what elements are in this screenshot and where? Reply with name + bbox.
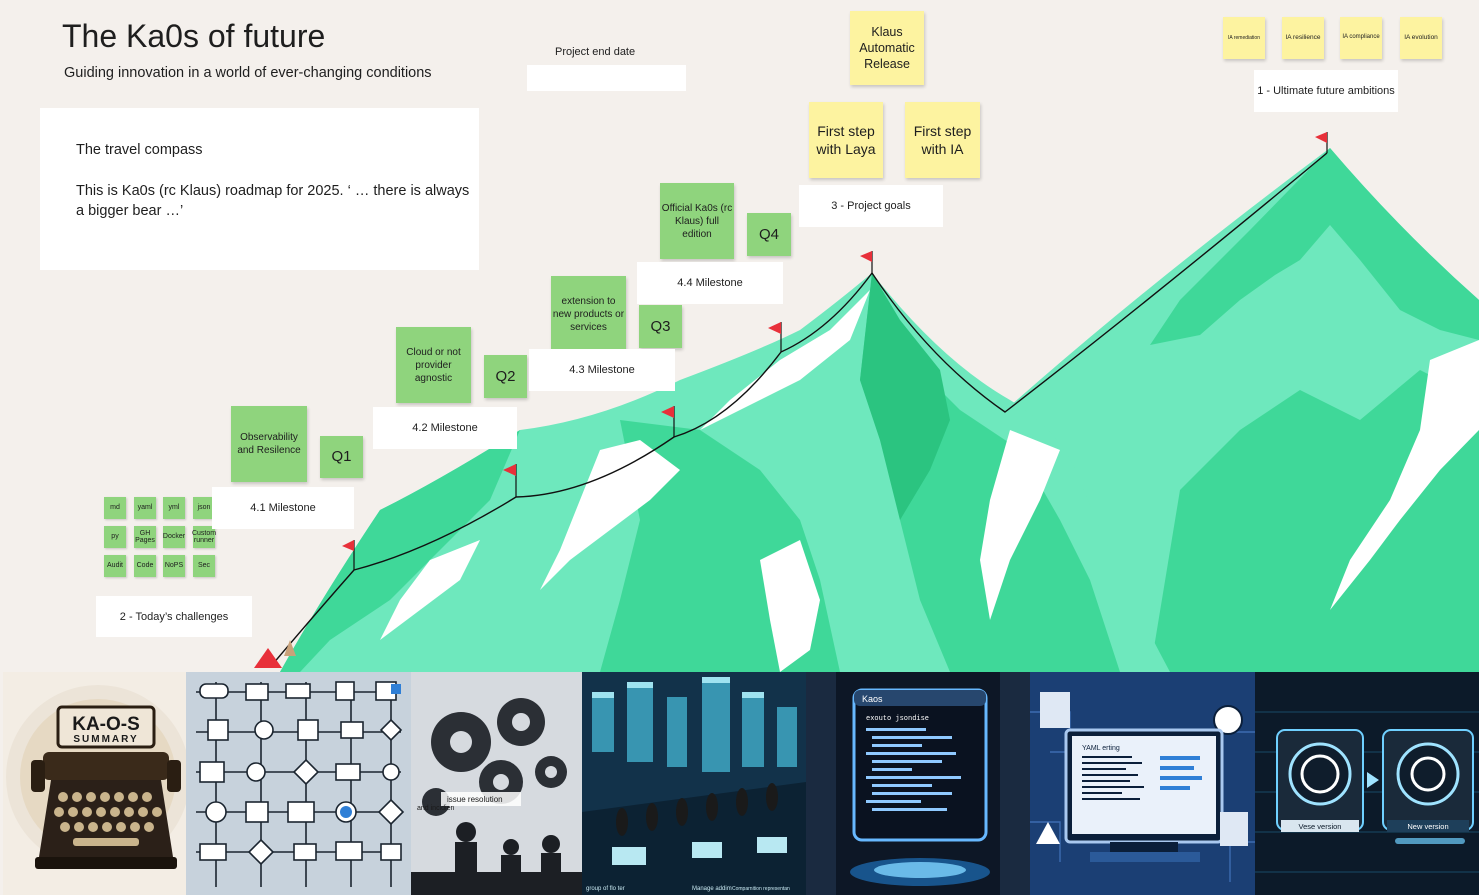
challenge-py[interactable]: py [104, 526, 126, 548]
snow-main-2 [540, 440, 680, 590]
gallery-image-typewriter[interactable]: KA-O-S SUMMARY [3, 672, 186, 895]
challenge-sec[interactable]: Sec [193, 555, 215, 577]
quarter-q4[interactable]: Q4 [747, 213, 791, 256]
goal-first-step-ia[interactable]: First step with IA [905, 102, 980, 178]
snow-main-5 [760, 540, 820, 672]
terminal-command: exouto jsondise [866, 715, 929, 723]
milestone-4-2[interactable]: 4.2 Milestone [373, 407, 517, 449]
challenge-json[interactable]: json [193, 497, 215, 519]
project-goals-label[interactable]: 3 - Project goals [799, 185, 943, 227]
board-subtitle: Guiding innovation in a world of ever-ch… [64, 65, 432, 81]
version-old-label: Vese version [1299, 822, 1342, 831]
challenge-yaml[interactable]: yaml [134, 497, 156, 519]
typewriter-title: KA-O-S [72, 714, 140, 735]
ambition-ia-compliance[interactable]: IA compliance [1340, 17, 1382, 59]
flag-4 [768, 322, 782, 352]
travel-compass-card[interactable] [40, 108, 479, 270]
flag-3 [661, 406, 675, 437]
ultimate-ambitions-label[interactable]: 1 - Ultimate future ambitions [1254, 70, 1398, 112]
mountain-illustration [254, 132, 1479, 672]
challenge-gh-pages[interactable]: GH Pages [134, 526, 156, 548]
flag-5 [860, 251, 873, 273]
milestone-4-1[interactable]: 4.1 Milestone [212, 487, 354, 529]
quarter-q2[interactable]: Q2 [484, 355, 527, 398]
gears-caption-1: issue resolution [447, 795, 503, 804]
mountain-main-ridge [860, 273, 1120, 672]
runners-caption-1: group of flo ter [586, 886, 625, 892]
flag-1 [342, 540, 355, 570]
terminal-title: Kaos [862, 694, 883, 704]
mountain-main-dark [860, 273, 950, 520]
version-new-label: New version [1407, 822, 1448, 831]
goal-automatic-release[interactable]: Klaus Automatic Release [850, 11, 924, 85]
gallery-image-yaml-computer[interactable]: YAML erting [1030, 672, 1255, 895]
milestone-1-note[interactable]: Observability and Resilence [231, 406, 307, 482]
todays-challenges-label[interactable]: 2 - Today’s challenges [96, 596, 252, 637]
project-end-date-label: Project end date [555, 46, 636, 58]
milestone-4-4[interactable]: 4.4 Milestone [637, 262, 783, 304]
snow-main-4 [980, 430, 1060, 620]
mountain-right-face [1150, 370, 1479, 672]
mountain-main-left-face [280, 430, 520, 672]
project-end-date-field[interactable] [527, 65, 686, 91]
snow-main-3 [380, 540, 480, 640]
board-title: The Ka0s of future [62, 18, 326, 54]
quarter-q3[interactable]: Q3 [639, 305, 682, 348]
tent-icon [254, 640, 296, 668]
quarter-q1[interactable]: Q1 [320, 436, 363, 478]
gallery-image-terminal[interactable]: Kaos exouto jsondise [806, 672, 1030, 895]
ambition-ia-evolution[interactable]: IA evolution [1400, 17, 1442, 59]
challenge-yml[interactable]: yml [163, 497, 185, 519]
mountain-right-shade [1150, 148, 1479, 345]
flag-2 [503, 464, 517, 497]
milestone-4-note[interactable]: Official Ka0s (rc Klaus) full edition [660, 183, 734, 259]
snow-right [1330, 340, 1479, 610]
yaml-title: YAML erting [1082, 745, 1120, 752]
flag-6 [1315, 132, 1328, 153]
challenge-audit[interactable]: Audit [104, 555, 126, 577]
ambition-ia-remediation[interactable]: IA remediation [1223, 17, 1265, 59]
runners-caption-3: Comparnition representan [732, 886, 790, 892]
gallery-image-versions[interactable]: Vese version New version [1255, 672, 1479, 895]
gallery-image-gears[interactable]: issue resolution and incidien [411, 672, 582, 895]
challenge-md[interactable]: md [104, 497, 126, 519]
runners-caption-2: Manage addim [692, 886, 732, 892]
challenge-docker[interactable]: Docker [163, 526, 185, 548]
compass-body: This is Ka0s (rc Klaus) roadmap for 2025… [76, 183, 470, 219]
ambition-ia-resilience[interactable]: IA resilience [1282, 17, 1324, 59]
challenge-code[interactable]: Code [134, 555, 156, 577]
challenge-custom-runner[interactable]: Custom runner [192, 526, 216, 548]
gears-caption-2: and incidien [417, 805, 454, 812]
gallery-image-flowchart[interactable] [186, 672, 411, 895]
milestone-3-note[interactable]: extension to new products or services [551, 276, 626, 352]
compass-heading: The travel compass [76, 142, 203, 158]
milestone-4-3[interactable]: 4.3 Milestone [529, 349, 675, 391]
gallery-image-runners[interactable]: group of flo ter Manage addim Comparniti… [582, 672, 806, 895]
typewriter-subtitle: SUMMARY [73, 734, 138, 745]
challenge-nops[interactable]: NoPS [163, 555, 185, 577]
milestone-2-note[interactable]: Cloud or not provider agnostic [396, 327, 471, 403]
trail-line [271, 152, 1328, 666]
goal-first-step-laya[interactable]: First step with Laya [809, 102, 883, 178]
